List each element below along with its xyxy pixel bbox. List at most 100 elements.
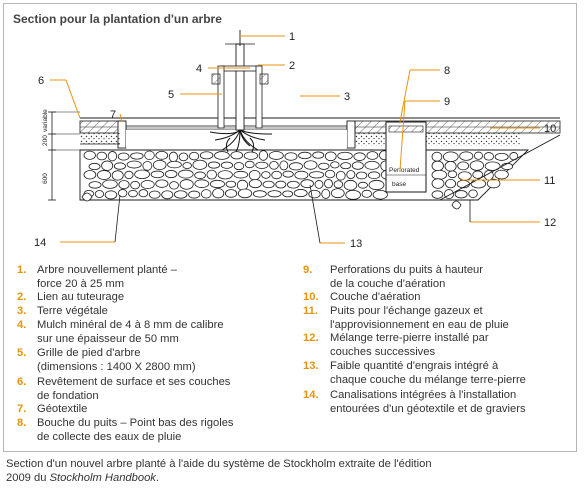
tree-planting-section-diagram: Perforated base	[34, 30, 561, 250]
legend-number: 13.	[303, 360, 319, 372]
stone	[192, 159, 208, 170]
stone	[494, 152, 509, 161]
svg-text:variable: variable	[42, 109, 49, 132]
legend-text: Mélange terre-pierre installé par	[330, 332, 489, 344]
legend-text: Terre végétale	[37, 305, 108, 317]
stone	[248, 179, 262, 189]
legend-text: force 20 à 25 mm	[37, 278, 125, 290]
stone	[258, 150, 269, 161]
stone	[88, 162, 101, 171]
figure-title: Section pour la plantation d'un arbre	[13, 12, 222, 26]
stone	[267, 190, 282, 198]
stone	[236, 179, 249, 191]
stone	[124, 170, 134, 180]
stone	[83, 150, 96, 160]
stone	[279, 160, 289, 171]
legend-text: Revêtement de surface et ses couches	[37, 376, 231, 388]
stone	[178, 169, 194, 179]
callout-9: 9	[444, 96, 450, 108]
stone	[167, 160, 182, 169]
stone	[188, 190, 201, 199]
callout-12: 12	[544, 217, 556, 229]
stone	[454, 190, 468, 199]
drain-pipe-left	[81, 192, 93, 202]
stone	[284, 152, 298, 161]
legend-text: Canalisations intégrées à l'installation	[330, 389, 517, 401]
legend-number: 11.	[303, 305, 318, 317]
stone	[431, 178, 445, 189]
stone	[314, 180, 324, 189]
legend-text: Bouche du puits – Point bas des rigoles	[37, 417, 234, 429]
perforated-label: Perforated	[389, 167, 420, 174]
callout-13: 13	[350, 238, 362, 250]
stone	[364, 160, 380, 170]
stone	[113, 162, 126, 170]
stone	[275, 180, 287, 189]
drain-pipe-right	[451, 200, 462, 210]
stone	[293, 189, 308, 198]
stone	[261, 171, 271, 179]
stone	[501, 162, 514, 170]
legend-number: 2.	[17, 291, 27, 303]
stone	[442, 151, 459, 162]
stone	[153, 159, 167, 171]
callout-8: 8	[444, 65, 450, 77]
stone	[456, 179, 470, 189]
stone	[282, 190, 294, 198]
stone	[94, 190, 105, 198]
stone	[130, 152, 144, 160]
svg-text:600: 600	[42, 173, 49, 184]
stone	[351, 161, 364, 170]
base-label: base	[392, 181, 406, 188]
stone	[361, 189, 373, 198]
stone	[194, 171, 206, 180]
stone	[468, 189, 478, 199]
stone	[126, 160, 142, 169]
stone	[217, 170, 233, 180]
stone	[182, 162, 192, 170]
stone	[212, 188, 225, 199]
legend-number: 1.	[17, 264, 27, 276]
stone	[224, 189, 238, 198]
stone	[470, 179, 487, 189]
stone	[308, 189, 321, 199]
legend-text: Géotextile	[37, 403, 88, 415]
caption-line-2: 2009 du Stockholm Handbook.	[6, 472, 160, 484]
legend-text: sur une épaisseur de 50 mm	[37, 333, 179, 345]
aeration-well: Perforated base	[385, 121, 427, 193]
stone	[225, 180, 237, 188]
stone	[214, 151, 230, 160]
stone	[155, 150, 169, 160]
stone	[282, 170, 294, 178]
legend-number: 5.	[17, 347, 27, 359]
stone	[169, 181, 179, 190]
stone	[340, 162, 352, 170]
stone	[335, 170, 346, 181]
stone	[294, 170, 309, 180]
legend-text: Couche d'aération	[330, 291, 421, 303]
stone	[199, 151, 214, 160]
stone	[118, 180, 130, 190]
legend-text: Grille de pied d'arbre	[37, 347, 141, 359]
stone	[486, 178, 501, 189]
stone	[324, 169, 336, 179]
stone	[96, 170, 112, 180]
stone	[244, 160, 255, 169]
legend-text: couches successives	[330, 346, 436, 358]
legend-number: 10.	[303, 291, 319, 303]
stone	[459, 151, 474, 161]
legend-text: Lien au tuteurage	[37, 291, 125, 303]
callout-2: 2	[289, 60, 295, 72]
callout-14: 14	[34, 237, 46, 249]
stone	[168, 151, 178, 163]
stone	[255, 161, 269, 169]
caption-line-1: Section d'un nouvel arbre planté à l'aid…	[6, 458, 432, 470]
legend-text: Mulch minéral de 4 à 8 mm de calibre	[37, 319, 224, 331]
figure-frame	[3, 3, 577, 452]
leader-lines	[50, 35, 540, 244]
stone	[445, 178, 457, 189]
callout-3: 3	[344, 91, 350, 103]
planting-soil	[126, 130, 347, 148]
legend-text: chaque couche du mélange terre-pierre	[330, 374, 526, 386]
stone	[130, 180, 140, 190]
